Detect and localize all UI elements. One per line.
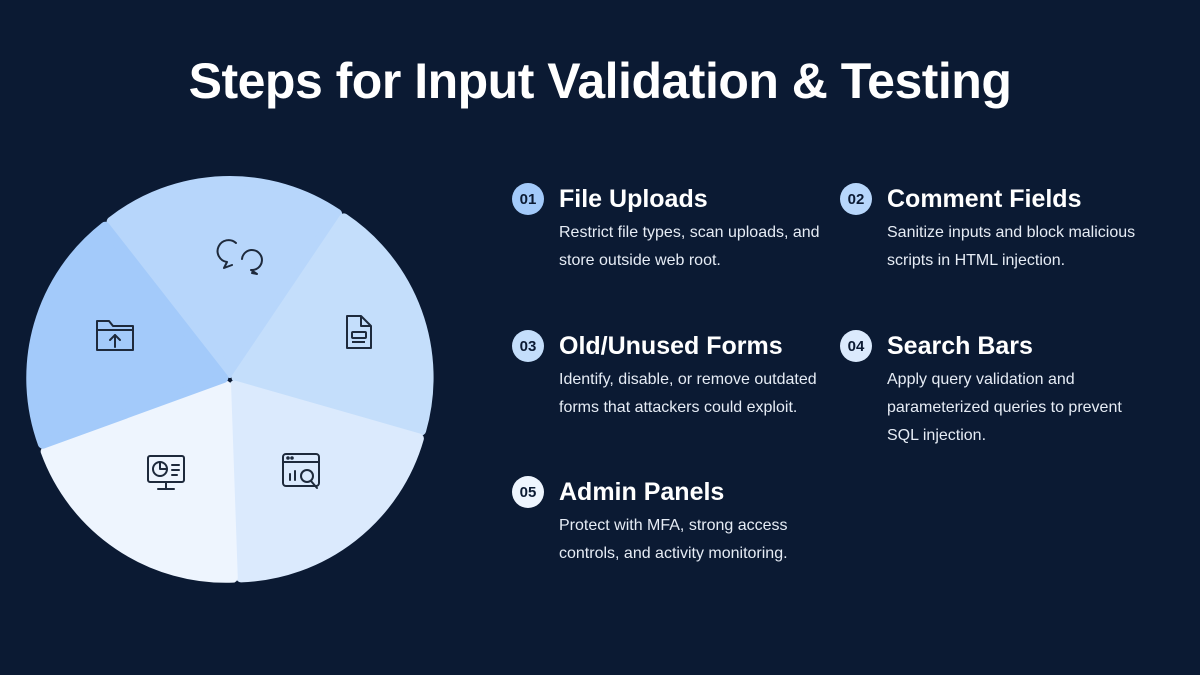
step-description: Protect with MFA, strong access controls…	[559, 517, 788, 562]
step-title: Old/Unused Forms	[559, 331, 783, 360]
step-header: 04 Search Bars	[840, 330, 1160, 362]
step-admin-panels: 05 Admin Panels Protect with MFA, strong…	[512, 476, 832, 568]
step-number-badge: 05	[512, 476, 544, 508]
pie-slice-right	[231, 213, 434, 436]
step-number-badge: 03	[512, 330, 544, 362]
step-header: 05 Admin Panels	[512, 476, 832, 508]
step-number-badge: 02	[840, 183, 872, 215]
step-title: File Uploads	[559, 184, 708, 213]
step-title: Admin Panels	[559, 477, 725, 506]
step-title: Search Bars	[887, 331, 1033, 360]
step-old-unused-forms: 03 Old/Unused Forms Identify, disable, o…	[512, 330, 832, 422]
step-header: 01 File Uploads	[512, 183, 832, 215]
folder-upload-icon	[96, 320, 134, 351]
pie-slice-top	[106, 176, 343, 379]
step-header: 02 Comment Fields	[840, 183, 1160, 215]
page-title: Steps for Input Validation & Testing	[188, 53, 1012, 109]
pie-diagram	[26, 176, 434, 583]
step-description: Apply query validation and parameterized…	[887, 371, 1122, 444]
document-icon	[346, 315, 372, 349]
pie-slice-bottom-right	[229, 380, 424, 583]
step-number-badge: 04	[840, 330, 872, 362]
analytics-search-icon	[282, 453, 320, 489]
pie-slice-bottom-left	[40, 380, 238, 583]
step-description: Restrict file types, scan uploads, and s…	[559, 224, 820, 269]
step-description: Sanitize inputs and block malicious scri…	[887, 224, 1136, 269]
monitor-chart-icon	[147, 455, 185, 490]
step-description: Identify, disable, or remove outdated fo…	[559, 371, 817, 416]
step-header: 03 Old/Unused Forms	[512, 330, 832, 362]
step-file-uploads: 01 File Uploads Restrict file types, sca…	[512, 183, 832, 275]
step-number-badge: 01	[512, 183, 544, 215]
pie-slice-left	[26, 221, 229, 449]
step-comment-fields: 02 Comment Fields Sanitize inputs and bl…	[840, 183, 1160, 275]
step-search-bars: 04 Search Bars Apply query validation an…	[840, 330, 1160, 450]
chat-bubbles-icon	[216, 239, 263, 275]
step-title: Comment Fields	[887, 184, 1082, 213]
